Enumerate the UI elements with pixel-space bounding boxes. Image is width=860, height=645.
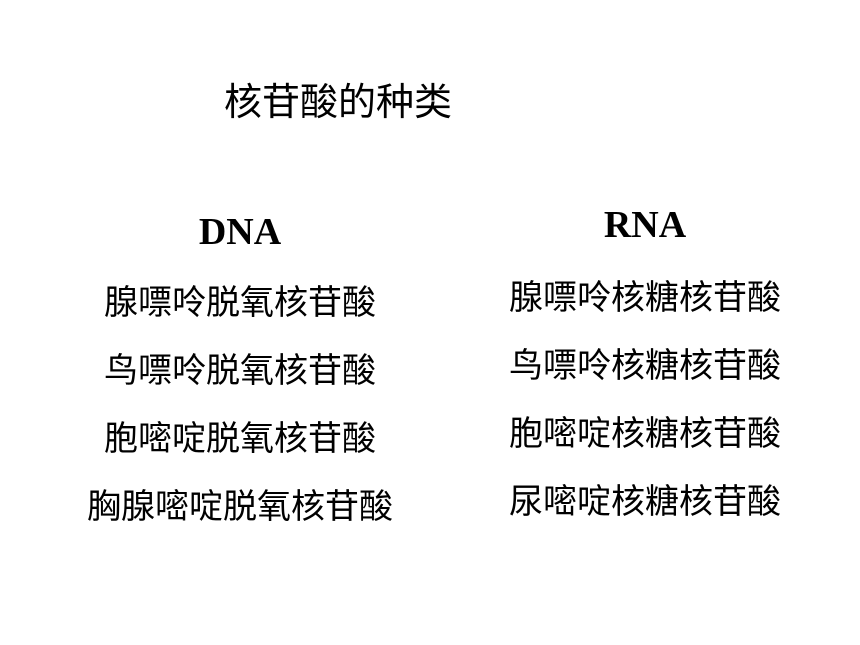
- rna-column-heading: RNA: [603, 204, 687, 246]
- list-item: 鸟嘌呤核糖核苷酸: [509, 346, 781, 386]
- list-item: 胸腺嘧啶脱氧核苷酸: [87, 487, 393, 527]
- list-item: 腺嘌呤核糖核苷酸: [509, 278, 781, 318]
- list-item: 鸟嘌呤脱氧核苷酸: [104, 351, 376, 391]
- rna-nucleotide-list: 腺嘌呤核糖核苷酸 鸟嘌呤核糖核苷酸 胞嘧啶核糖核苷酸 尿嘧啶核糖核苷酸: [445, 270, 845, 542]
- dna-nucleotide-list: 腺嘌呤脱氧核苷酸 鸟嘌呤脱氧核苷酸 胞嘧啶脱氧核苷酸 胸腺嘧啶脱氧核苷酸: [40, 275, 440, 547]
- list-item: 胞嘧啶核糖核苷酸: [509, 414, 781, 454]
- list-item: 腺嘌呤脱氧核苷酸: [104, 283, 376, 323]
- list-item: 胞嘧啶脱氧核苷酸: [104, 419, 376, 459]
- dna-column-heading: DNA: [198, 211, 282, 253]
- list-item: 尿嘧啶核糖核苷酸: [509, 482, 781, 522]
- page-title: 核苷酸的种类: [224, 80, 453, 124]
